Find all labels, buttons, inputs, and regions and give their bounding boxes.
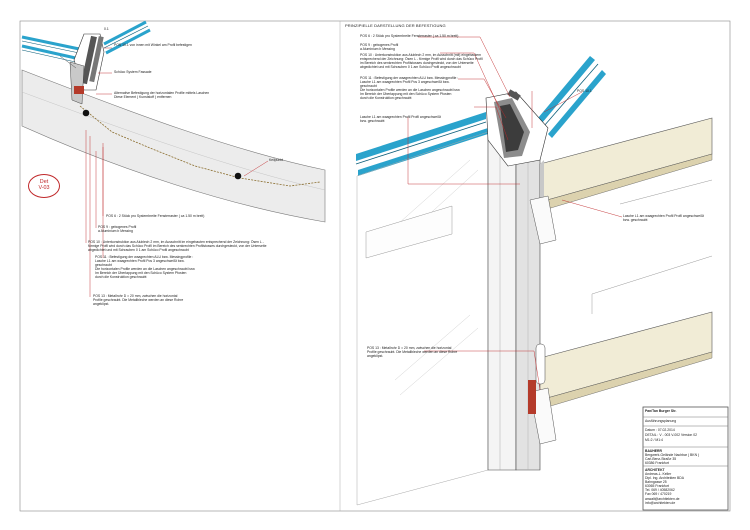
- badge-line-2: V-03: [38, 185, 50, 191]
- rod-section-2: [234, 172, 242, 180]
- tb-detail: DETAIL : V - 003 V-002 Version 02: [645, 433, 698, 437]
- beige-panel-lower: [528, 311, 713, 445]
- right-isometric-detail: [355, 36, 713, 506]
- right-lasche-mid: Lasche L1 am waagrechten Profil Profil a…: [623, 214, 704, 223]
- tb-architect-head: ARCHITEKT: [645, 468, 665, 472]
- frosted-panel-upper: [365, 205, 453, 259]
- left-pos-10: POS 10 : Unterkonstruktion aus Alublech …: [88, 240, 267, 253]
- left-leader-lines: [85, 47, 269, 297]
- badge-line-1: Det: [39, 179, 49, 185]
- detail-badge: Det V-03: [28, 174, 60, 198]
- tb-office: Pan/Tan Burger Str.: [645, 409, 677, 413]
- left-keilpunkt: Keilpunkt: [269, 158, 283, 162]
- tb-client: Bergwerk-Gelände Nachbar ( BKN ) Carl-Be…: [645, 453, 700, 466]
- left-pos-11: POS 11 : Befestigung der waagrechten ALU…: [95, 255, 196, 280]
- mullion-profile-section: [59, 33, 105, 105]
- right-pos-10: POS 10 : Unterkonstruktion aus Alublech …: [360, 53, 483, 70]
- sheet-frame: [19, 20, 731, 512]
- right-pos-10-1: POS 10.1: [577, 89, 592, 93]
- right-heading: PRINZIPIELLE DARSTELLUNG DER BEFESTIGUNG: [345, 23, 446, 28]
- right-pos-9: POS 9 : gebogenes Profil a Aluminium b M…: [360, 43, 399, 52]
- left-facade-system: Schüco System Fassade: [114, 70, 152, 74]
- label-0-1: 0.1: [104, 27, 109, 31]
- left-pos-10-1: POS 10.1 von innen mit Winkel am Profil …: [114, 43, 192, 47]
- right-pos-13: POS 13 : Metallrohr D = 20 mm, zwischen …: [367, 346, 458, 359]
- left-pos-6: POS 6 : 2 Stück pro Systembreite Fenster…: [106, 214, 205, 218]
- glass-pane-left: [21, 35, 85, 64]
- glass-pane-iso-left: [355, 112, 488, 176]
- left-section-detail: [21, 20, 326, 297]
- right-pos-11: POS 11 : Befestigung der waagrechten ALU…: [360, 76, 461, 101]
- rod-section-1: [82, 109, 90, 117]
- tb-architect: Andreas-L. Keller Dipl. Ing. Architekten…: [645, 472, 685, 505]
- tb-plan-title: Ausführungsplanung: [645, 419, 677, 423]
- tb-client-head: BAUHERR: [645, 449, 662, 453]
- title-block-lines: [642, 406, 729, 511]
- tb-date: Datum : 07.02.2014: [645, 428, 675, 432]
- glass-pane-right: [103, 20, 151, 55]
- tb-scale: M1:2 / M1:4: [645, 438, 663, 442]
- vertical-mullion: [487, 125, 541, 471]
- right-pos-6: POS 6 : 2 Stück pro Systembreite Fenster…: [360, 34, 459, 38]
- glass-pane-iso-right: [538, 56, 606, 138]
- right-leader-lines: [407, 36, 623, 391]
- left-pos-9: POS 9 : gebogenes Profil a Aluminium b M…: [98, 225, 137, 234]
- glass-facade-left: [356, 131, 489, 506]
- left-pos-13: POS 13 : Metallrohr D = 20 mm, zwischen …: [93, 294, 184, 307]
- left-fastening-note: Alternative Befestigung der horizontalen…: [114, 91, 210, 100]
- beige-panel-upper: [529, 117, 713, 245]
- right-lasche-top: Lasche L1 am waagrechten Profil Profil a…: [360, 115, 441, 124]
- fastening-trace: [79, 105, 321, 187]
